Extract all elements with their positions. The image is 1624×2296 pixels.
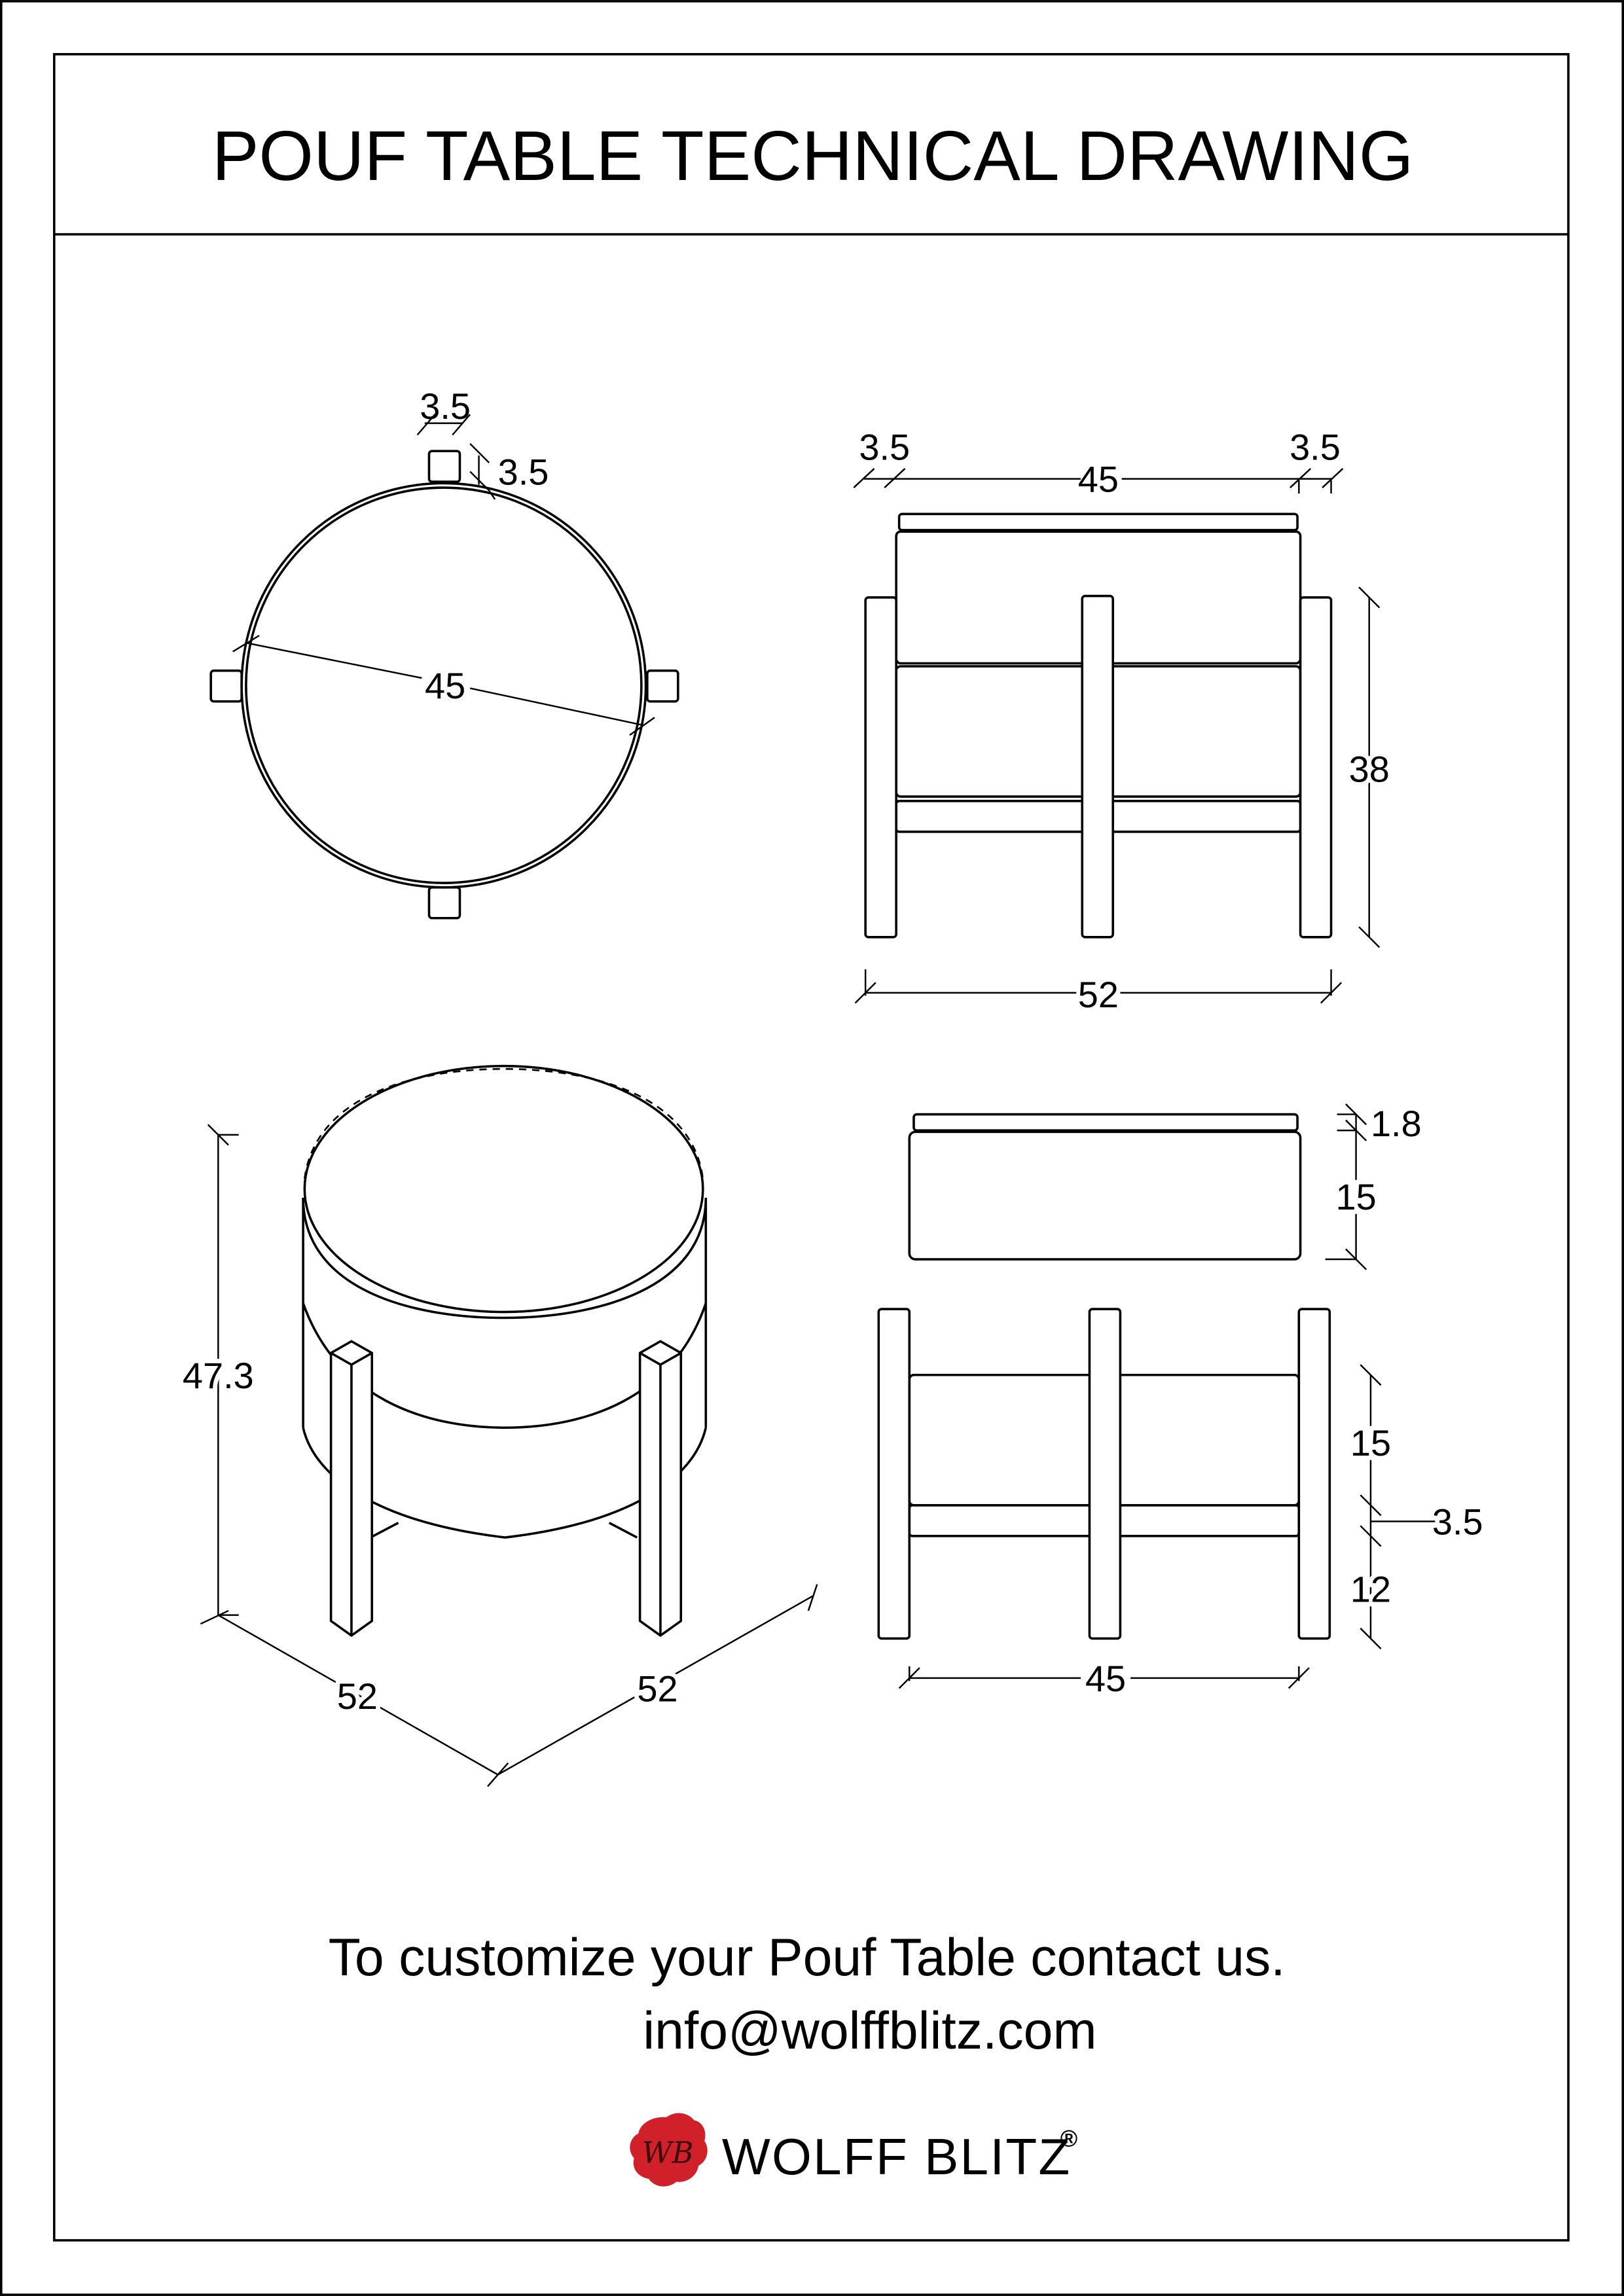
exploded-view: 1.8 15 15 3.5 12 45: [877, 1103, 1483, 1699]
dim-rail-height: 3.5: [1432, 1501, 1483, 1543]
dim-overall-height: 47.3: [183, 1355, 254, 1396]
dim-width: 52: [337, 1676, 378, 1717]
dim-diameter: 45: [425, 665, 465, 706]
dim-body-width: 45: [1078, 459, 1119, 500]
leg-left: [209, 669, 243, 703]
dim-left-leg-width: 3.5: [859, 427, 910, 468]
brand-name: WOLFF BLITZ: [722, 2128, 1072, 2185]
leg-bottom: [427, 886, 461, 920]
registered-mark: ®: [1060, 2126, 1077, 2152]
dim-leg-height: 38: [1349, 749, 1390, 790]
isometric-view: 47.3 52 52: [178, 1064, 818, 1787]
dim-lid-thickness: 1.8: [1371, 1103, 1422, 1144]
leg-right: [646, 669, 679, 703]
dim-depth: 52: [637, 1668, 677, 1710]
leg-top: [427, 450, 461, 483]
dim-upper-body-height: 15: [1350, 1422, 1391, 1463]
page-title: POUF TABLE TECHNICAL DRAWING: [212, 117, 1414, 195]
cushion: [908, 1130, 1302, 1261]
wax-seal-icon: [630, 2113, 708, 2187]
contact-cta: To customize your Pouf Table contact us.: [329, 1928, 1286, 1987]
iso-leg-right: [638, 1340, 683, 1638]
front-view: 3.5 45 3.5 38 52: [853, 427, 1394, 1015]
dim-lower-leg-height: 12: [1350, 1569, 1391, 1610]
dim-leg-width: 3.5: [420, 386, 471, 427]
dim-cushion-height: 15: [1336, 1176, 1377, 1217]
iso-leg-left: [329, 1340, 374, 1638]
contact-email[interactable]: info@wolffblitz.com: [643, 2001, 1096, 2060]
dim-inner-width: 45: [1085, 1658, 1126, 1699]
inner-frame: [52, 53, 1570, 2242]
dim-overall-width: 52: [1078, 974, 1119, 1015]
dim-right-leg-width: 3.5: [1290, 427, 1341, 468]
dim-leg-depth: 3.5: [498, 452, 549, 493]
logo-monogram: WB: [642, 2135, 694, 2170]
brand-logo: WB WOLFF BLITZ ®: [630, 2113, 1077, 2187]
top-view: 3.5 3.5 45: [209, 386, 679, 920]
lid: [912, 1113, 1299, 1132]
